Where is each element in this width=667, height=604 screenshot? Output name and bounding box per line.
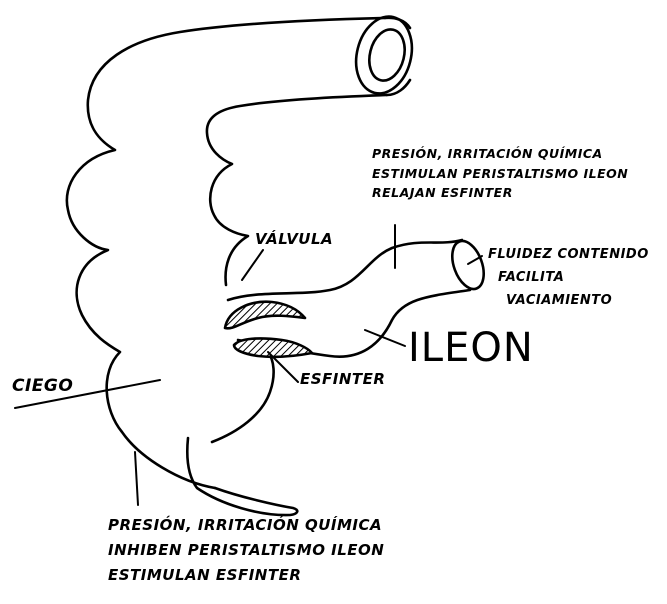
label-ciego: CIEGO [12, 378, 73, 395]
label-ileon: ILEON [408, 328, 534, 368]
right-annotation-line2: FACILITA [498, 271, 649, 284]
top-annotation-line2: ESTIMULAN PERISTALTISMO ILEON [372, 168, 628, 181]
right-annotation-line1: FLUIDEZ CONTENIDO [488, 248, 649, 261]
bottom-annotation: PRESIÓN, IRRITACIÓN QUÍMICA INHIBEN PERI… [108, 518, 384, 593]
colon-inner-wall [207, 95, 387, 285]
label-valvula: VÁLVULA [255, 232, 333, 247]
top-annotation: PRESIÓN, IRRITACIÓN QUÍMICA ESTIMULAN PE… [372, 148, 628, 207]
bottom-annotation-line3: ESTIMULAN ESFINTER [108, 568, 384, 583]
appendix [187, 438, 297, 515]
top-annotation-line3: RELAJAN ESFINTER [372, 187, 628, 200]
ileum-upper-wall [228, 240, 462, 300]
top-annotation-line1: PRESIÓN, IRRITACIÓN QUÍMICA [372, 148, 628, 161]
label-esfinter: ESFINTER [300, 372, 385, 387]
colon-opening [348, 11, 419, 100]
cecum-right-wall [212, 352, 274, 442]
bottom-annotation-line2: INHIBEN PERISTALTISMO ILEON [108, 543, 384, 558]
colon-outer-wall [67, 18, 385, 488]
right-annotation-line3: VACIAMIENTO [506, 294, 649, 307]
right-annotation: FLUIDEZ CONTENIDO FACILITA VACIAMIENTO [488, 248, 649, 314]
bottom-annotation-line1: PRESIÓN, IRRITACIÓN QUÍMICA [108, 518, 384, 533]
valve-upper-lip [225, 302, 305, 329]
valve-lower-lip [234, 338, 312, 356]
